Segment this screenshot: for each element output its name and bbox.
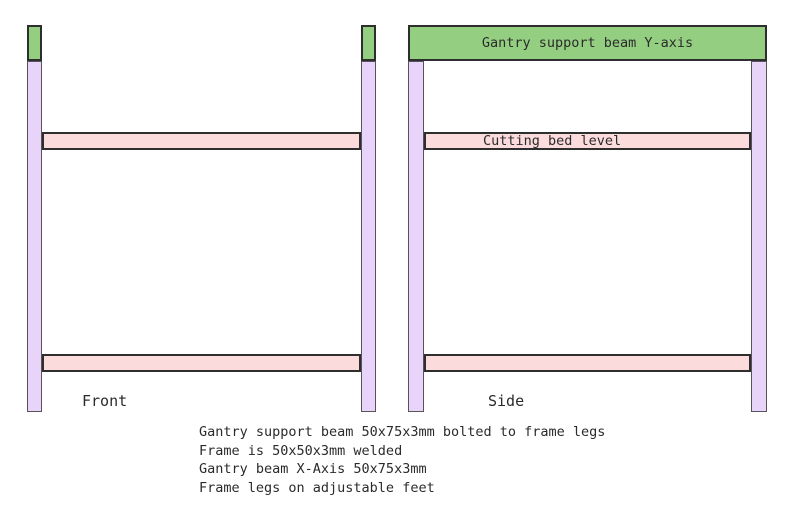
note-line: Frame is 50x50x3mm welded [199,442,403,459]
gantry-beam-label: Gantry support beam Y-axis [481,35,694,51]
side-lower-brace-beam [424,354,751,372]
note-line: Frame legs on adjustable feet [199,480,435,497]
front-view-label: Front [82,392,128,410]
front-cutting-bed-beam [42,132,361,150]
front-right-frame-leg [361,61,376,412]
side-left-frame-leg [408,61,424,412]
annotation-notes: Gantry support beam 50x75x3mm bolted to … [199,423,605,498]
note-line: Gantry beam X-Axis 50x75x3mm [199,461,427,478]
front-lower-brace-beam [42,354,361,372]
side-cutting-bed-beam: Cutting bed level [424,132,751,150]
side-gantry-support-beam: Gantry support beam Y-axis [408,25,767,61]
note-line: Gantry support beam 50x75x3mm bolted to … [199,424,606,440]
front-left-frame-leg [27,61,42,412]
side-right-frame-leg [751,61,767,412]
front-right-leg-gantry-cap [361,25,376,61]
cutting-bed-label: Cutting bed level [483,133,622,149]
front-left-leg-gantry-cap [27,25,42,61]
side-view-label: Side [488,392,525,410]
